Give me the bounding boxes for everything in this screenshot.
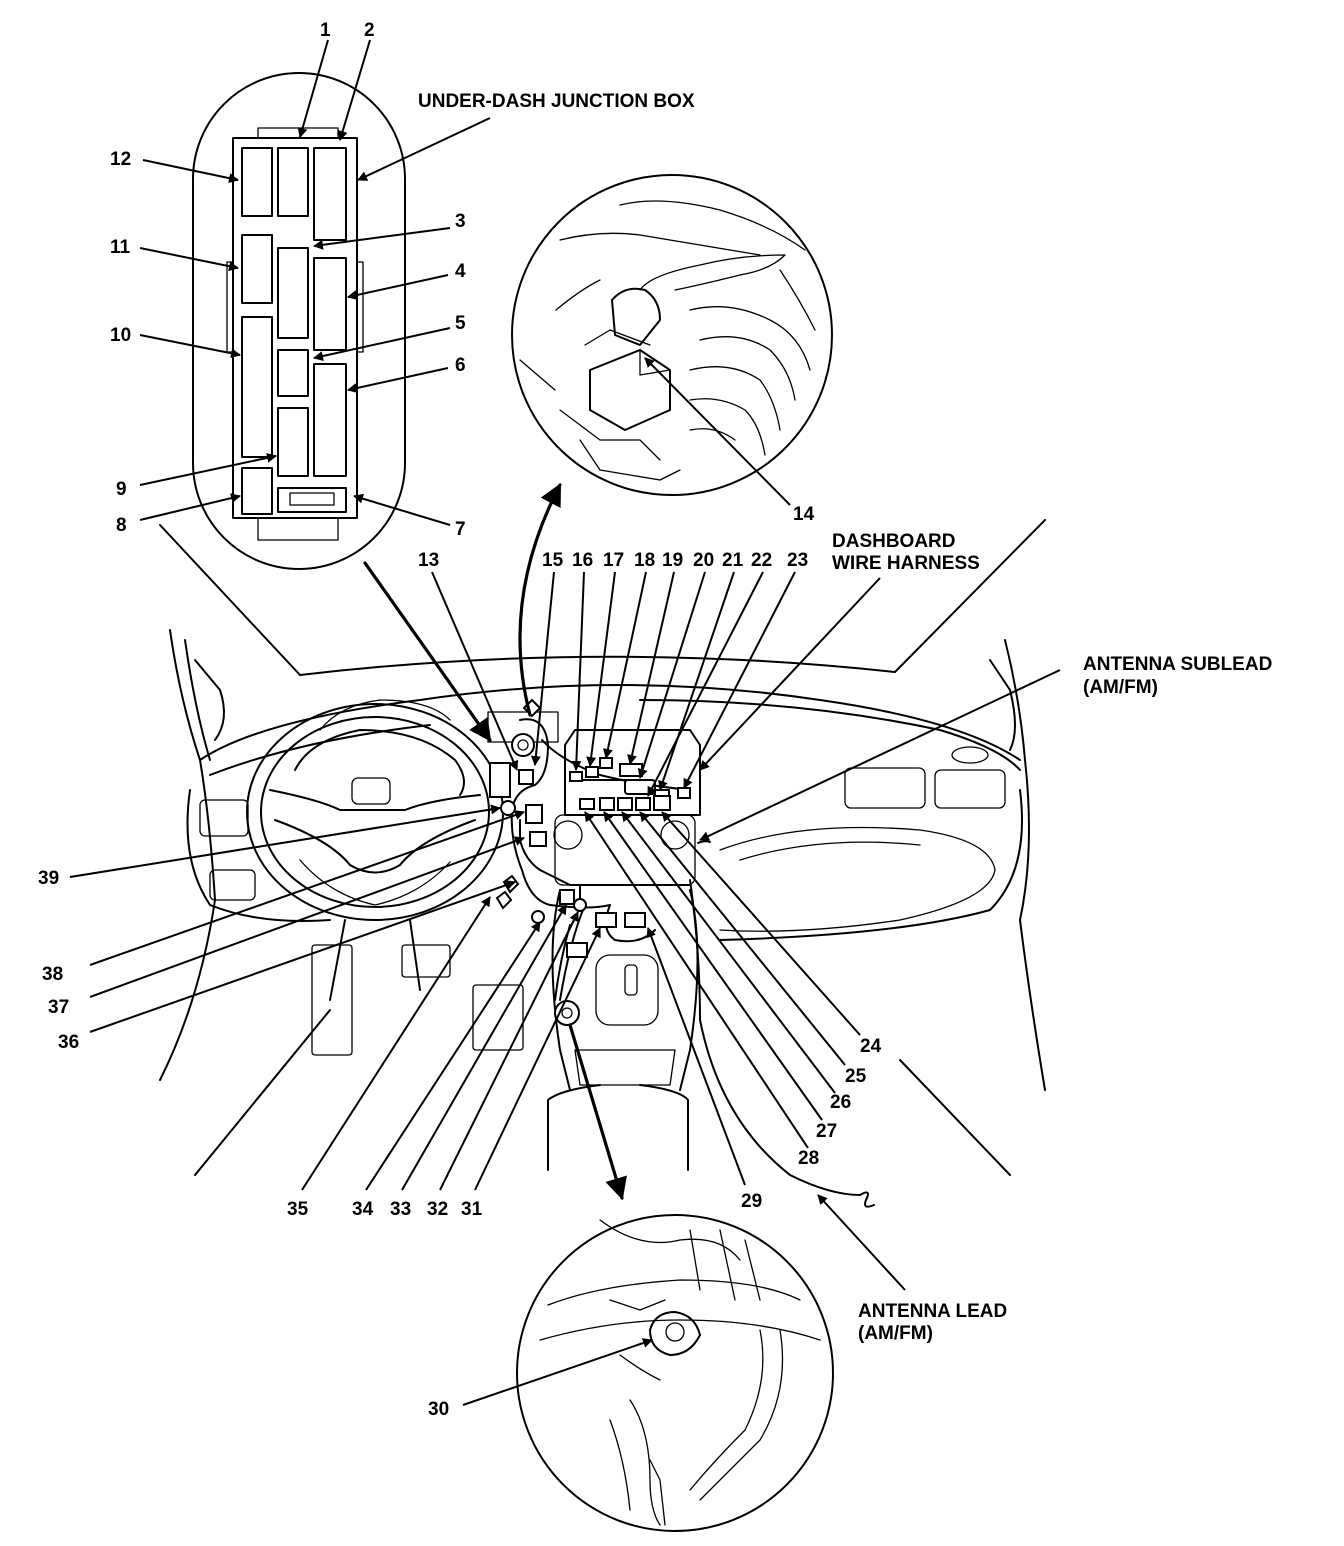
callout-3: 3 (455, 211, 466, 232)
callout-28: 28 (798, 1148, 819, 1169)
label-antenna-sublead-line2: (AM/FM) (1083, 677, 1158, 698)
callout-39: 39 (38, 868, 59, 889)
jb-socket-2 (313, 147, 347, 241)
callout-24: 24 (860, 1036, 882, 1057)
callout-31: 31 (461, 1199, 483, 1220)
callout-8: 8 (116, 515, 127, 536)
jb-socket-12 (241, 147, 273, 217)
callout-7: 7 (455, 519, 466, 540)
harness-and-connectors (487, 698, 875, 1208)
detail-circle-upper (511, 174, 833, 496)
callout-1: 1 (320, 20, 331, 41)
text-labels: UNDER-DASH JUNCTION BOX DASHBOARD WIRE H… (38, 20, 1272, 1420)
callout-30: 30 (428, 1399, 449, 1420)
jb-socket-7 (277, 487, 347, 513)
callout-9: 9 (116, 479, 127, 500)
callout-21: 21 (722, 550, 744, 571)
jb-socket-1 (277, 147, 309, 217)
callout-22: 22 (751, 550, 772, 571)
callout-11: 11 (110, 237, 131, 258)
junction-box-callout (192, 72, 406, 570)
leader-lines (69, 39, 1061, 1406)
jb-socket-8 (241, 467, 273, 515)
callout-13: 13 (418, 550, 439, 571)
callout-20: 20 (693, 550, 714, 571)
callout-6: 6 (455, 355, 466, 376)
label-antenna-lead-line1: ANTENNA LEAD (858, 1301, 1007, 1322)
callout-16: 16 (572, 550, 593, 571)
callout-4: 4 (455, 261, 466, 282)
callout-38: 38 (42, 964, 63, 985)
callout-23: 23 (787, 550, 808, 571)
callout-12: 12 (110, 149, 131, 170)
jb-socket-4 (313, 257, 347, 351)
jb-socket-11 (241, 234, 273, 304)
jb-socket-3 (277, 247, 309, 339)
callout-2: 2 (364, 20, 375, 41)
jb-socket-5 (277, 349, 309, 397)
label-dashboard-harness-line2: WIRE HARNESS (832, 553, 980, 574)
dashboard-illustration (159, 519, 1046, 1176)
label-antenna-lead-line2: (AM/FM) (858, 1323, 933, 1344)
label-junction-box: UNDER-DASH JUNCTION BOX (418, 91, 695, 112)
callout-14: 14 (793, 504, 815, 525)
callout-37: 37 (48, 997, 69, 1018)
callout-5: 5 (455, 313, 466, 334)
callout-27: 27 (816, 1121, 837, 1142)
callout-36: 36 (58, 1032, 79, 1053)
callout-19: 19 (662, 550, 683, 571)
jb-socket-10 (241, 316, 273, 458)
detail-circle-lower (516, 1214, 834, 1532)
callout-17: 17 (603, 550, 624, 571)
label-antenna-sublead-line1: ANTENNA SUBLEAD (1083, 654, 1272, 675)
callout-15: 15 (542, 550, 564, 571)
jb-socket-9 (277, 407, 309, 477)
callout-32: 32 (427, 1199, 448, 1220)
callout-29: 29 (741, 1191, 762, 1212)
callout-25: 25 (845, 1066, 867, 1087)
callout-33: 33 (390, 1199, 411, 1220)
callout-18: 18 (634, 550, 655, 571)
callout-connectors (363, 483, 627, 1201)
callout-34: 34 (352, 1199, 374, 1220)
callout-10: 10 (110, 325, 131, 346)
callout-26: 26 (830, 1092, 851, 1113)
label-dashboard-harness-line1: DASHBOARD (832, 531, 956, 552)
jb-socket-6 (313, 363, 347, 477)
callout-35: 35 (287, 1199, 309, 1220)
